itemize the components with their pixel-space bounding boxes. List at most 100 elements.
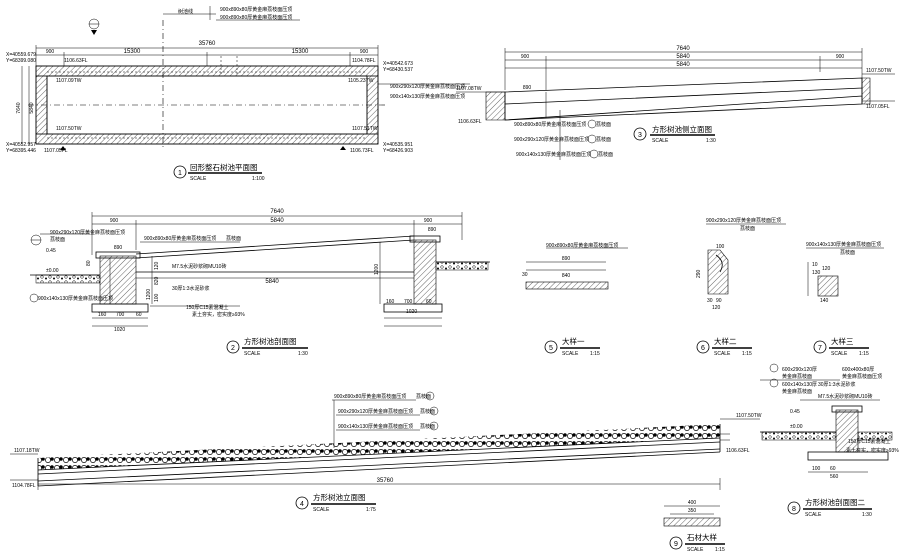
v4-level-r: 1106.63FL [726,448,750,454]
v2-dim-100: 100 [154,293,160,302]
v6-dim-120: 120 [712,305,721,311]
view6-number: 6 [701,345,705,352]
v2-label-soil: 素土夯实，密实度≥93% [192,311,245,318]
v2-label-30: 30厚1:3水泥砂浆 [172,285,210,292]
view6-scale-label: SCALE [714,351,731,357]
view7-title: 大样三 [831,336,854,346]
v4-label2: 900x290x120厚黄金麻荔枝面压顶 [338,408,413,415]
view4-number: 4 [300,501,304,508]
v2-dim-1200r: 1200 [374,264,380,275]
view1-plan: 35760 15300 15300 900 900 7640 5840 X=40… [6,6,470,182]
v2-dim-820: 820 [154,276,160,285]
v4-level-r-tw: 1107.50TW [736,413,762,419]
view5-scale: 1:15 [590,351,600,357]
view4-title: 方形树池立面图 [313,492,366,502]
v3-level-r: 1107.05FL [866,104,890,110]
v1-dim-inner: 5840 [29,102,35,113]
v4-dim-total: 35760 [377,478,394,484]
view5-title: 大样一 [562,336,585,346]
v2-label-side: 900x290x120厚黄金麻荔枝面压顶 [50,229,125,236]
v8-label2: 600x400x80厚 [842,367,874,373]
view2-number-circle [226,340,240,354]
v6-label: 900x290x120厚黄金麻荔枝面压顶 [706,217,781,224]
view6-title: 大样二 [714,336,737,346]
v6-label2: 荔枝面 [740,225,755,232]
view7-number-circle [813,340,827,354]
v2-label-150: 150厚C15素混凝土 [186,304,229,311]
view5-detail-one: 900x890x80厚黄金麻荔枝面压顶 890 840 30 5 大样一 SCA… [522,242,628,357]
v2-level-045: 0.45 [46,248,56,254]
v7-dim-130: 130 [812,270,821,276]
view1-title: 回形整石树池平面图 [190,162,258,172]
v1-dim-end-right: 900 [360,49,369,55]
v3-dim-total: 7640 [676,46,690,52]
level-marker-icon [340,146,346,150]
v3-dim-890: 890 [523,85,532,91]
view8-scale: 1:30 [862,512,872,518]
v1-level-br: 1106.73FL [350,148,374,154]
v1-dim-total: 35760 [199,41,216,47]
v2-dim-890-r: 890 [428,227,437,233]
v2-label-top: 900x890x80厚黄金麻荔枝面压顶 [144,235,216,242]
v7-label: 900x140x130厚黄金麻荔枝面压顶 [806,241,881,248]
view3-title: 方形树池侧立面图 [652,124,712,134]
v6-dim-100: 100 [716,244,725,250]
v8-label-30: 30厚1:3水泥砂浆 [818,381,856,388]
v8-label-soil: 素土夯实，密实度≥93% [846,447,899,454]
v4-level-l: 1104.78FL [12,483,36,489]
v2-label-m75: M7.5水泥砂浆砌MU10砖 [172,263,226,270]
view3-number: 3 [638,132,642,139]
view1-scale: 1:100 [252,176,265,182]
v1-dim-width: 7640 [16,102,22,113]
v4-level-l-tw: 1107.18TW [14,448,40,454]
v8-label1: 600x290x120厚 [782,367,817,373]
view6-scale: 1:15 [742,351,752,357]
view4-number-circle [295,496,309,510]
level-marker-icon [60,146,66,150]
v1-label-small: 树池线 [178,8,193,15]
v3-level-r-tw: 1107.50TW [866,68,892,74]
v1-level-tw-right: 1105.23TW [348,78,374,84]
v1-label-r2: 900x140x130厚黄金麻荔枝面压顶 [390,93,465,100]
view8-section-two: 600x290x120厚 黄金麻荔枝面 600x400x80厚 黄金麻荔枝面压顶… [760,363,899,518]
view5-number: 5 [549,345,553,352]
v7-dim-120: 120 [822,266,831,272]
view8-scale-label: SCALE [805,512,822,518]
v1-level-tw-left: 1107.09TW [56,78,82,84]
view4-scale: 1:75 [366,507,376,513]
v1-label-top2: 900x890x80厚黄金麻荔枝面压顶 [220,14,292,21]
view4-scale-label: SCALE [313,507,330,513]
v3-dim-inner: 5840 [676,54,690,60]
view5-number-circle [544,340,558,354]
view3-side-elevation: 7640 5840 5840 900 900 890 1107.08TW 110… [456,46,895,160]
v1-level-br-tw: 1107.51TW [352,126,378,132]
v5-dim-840: 840 [562,273,571,279]
view5-scale-label: SCALE [562,351,579,357]
v2-dim-total: 7640 [270,209,284,215]
v2-dim-160-r: 160 [386,299,395,305]
v3-label2b: 荔枝面 [596,136,611,143]
v7-label2: 荔枝面 [840,249,855,256]
view3-scale: 1:30 [706,138,716,144]
view8-number-circle [787,501,801,515]
v9-dim-350: 350 [688,508,697,514]
view7-scale-label: SCALE [831,351,848,357]
v8-label-m75: M7.5水泥砂浆砌MU10砖 [818,393,872,400]
v2-dim-60-r: 60 [426,299,432,305]
v8-label-150: 150厚C15素混凝土 [848,438,891,445]
v3-label1: 900x890x80厚黄金麻荔枝面压顶 [514,121,586,128]
view7-scale: 1:15 [859,351,869,357]
v3-label1b: 荔枝面 [596,121,611,128]
view9-number-circle [669,536,683,550]
v2-level-0: ±0.00 [46,268,59,274]
view2-number: 2 [231,345,235,352]
v8-label3b: 黄金麻荔枝面 [782,388,812,395]
v5-dim-30: 30 [522,272,528,278]
view9-number: 9 [674,541,678,548]
view6-detail-two: 900x290x120厚黄金麻荔枝面压顶 荔枝面 290 30 90 100 1… [696,217,786,357]
v3-level-l: 1106.63FL [458,119,482,125]
v2-dim-1200: 1200 [146,289,152,300]
